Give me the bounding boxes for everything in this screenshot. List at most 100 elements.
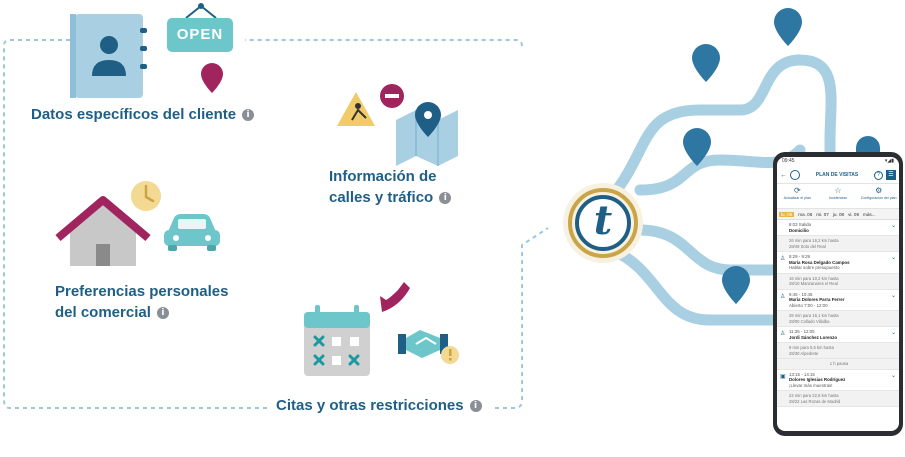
label-prefs-line2: del comercial [55, 304, 151, 321]
travel-destination: 28/00 Collado Villalba [789, 318, 830, 324]
day-tab[interactable]: vi. 09 [848, 211, 860, 217]
visit-time: 8:29 - 9:29 [789, 254, 810, 259]
label-streets-line2: calles y tráfico [329, 189, 434, 206]
info-icon[interactable]: i [156, 307, 169, 320]
open-sign-text: OPEN [176, 26, 224, 43]
back-arrow-icon[interactable]: ← [780, 171, 787, 179]
travel-info: 26 min para 16,2 km hasta [789, 238, 839, 244]
person-icon: ♙ [780, 293, 786, 300]
day-tab[interactable]: ma. 06 [798, 211, 813, 217]
person-icon: ▣ [780, 373, 786, 380]
day-tab[interactable]: más... [863, 211, 876, 217]
day-tab[interactable]: ju. 08 [832, 211, 845, 217]
day-tab[interactable]: lu. 05 [779, 211, 795, 217]
day-tab[interactable]: mi. 07 [816, 211, 829, 217]
road-branch-mid [634, 224, 779, 276]
label-personal-preferences: Preferencias personales del comercial i [55, 281, 228, 323]
house-icon [55, 196, 151, 266]
handshake-icon [398, 330, 448, 358]
toolbar-button[interactable]: ⟳Actualizar el plan [777, 184, 818, 208]
tourplan-logo [563, 183, 643, 263]
chevron-down-icon[interactable]: ⌄ [890, 330, 896, 337]
app-header: ← PLAN DE VISITAS ? ☰ [777, 167, 899, 184]
label-appointments-text: Citas y otras restricciones [276, 397, 464, 414]
road-work-icon [337, 92, 375, 126]
toolbar-button[interactable]: ☆Incidencias [818, 184, 859, 208]
info-icon[interactable]: i [469, 400, 482, 413]
visit-note: Hablar sobre presupuesto [789, 265, 840, 271]
road-branch-bottom [606, 244, 779, 326]
visit-time: 9:45 - 10:45 [789, 291, 813, 297]
status-time: 09:45 [782, 158, 795, 164]
visit-note: ¡Llevar más muestras! [789, 382, 833, 388]
chevron-down-icon[interactable]: ⌄ [890, 223, 896, 229]
toolbar: ⟳Actualizar el plan☆Incidencias⚙Configur… [777, 184, 899, 209]
toolbar-button-label: Actualizar el plan [783, 196, 812, 200]
travel-destination: 28/10 Manzanares el Real [789, 281, 838, 287]
status-bar: 09:45 ▾◢▮ [777, 157, 899, 167]
car-icon [164, 214, 220, 251]
visit-name: Domicilio [789, 227, 809, 233]
telephone-icon [380, 282, 410, 312]
pause-row: 1 h pausa [777, 359, 899, 370]
label-prefs-line1: Preferencias personales [55, 283, 229, 300]
menu-icon[interactable]: ☰ [886, 170, 896, 180]
star-icon: ☆ [834, 186, 842, 195]
visit-note: Abierto 7:00 - 12:00 [789, 302, 828, 308]
visit-name: María Dolores Parra Ferrer [789, 297, 845, 303]
map-pin-icon [683, 8, 880, 304]
app-title: PLAN DE VISITAS [815, 172, 859, 178]
visit-time: 13:15 - 14:15 [789, 371, 815, 377]
chevron-down-icon[interactable]: ⌄ [890, 255, 896, 261]
status-icons: ▾◢▮ [884, 158, 894, 164]
person-icon: ♙ [780, 331, 786, 338]
info-icon[interactable]: i [439, 192, 452, 205]
refresh-icon: ⟳ [793, 186, 801, 195]
folded-map-icon [396, 102, 458, 166]
clock-icon [131, 181, 161, 211]
label-appointments: Citas y otras restricciones i [276, 395, 482, 416]
toolbar-button-label: Incidencias [829, 196, 847, 200]
travel-destination: 28/22 Las Rozas de Madrid [789, 398, 841, 404]
toolbar-button-label: Configuración del plan [860, 196, 897, 200]
travel-info: 22 min para 22,8 km hasta [789, 393, 839, 399]
app-logo-icon [790, 170, 800, 180]
calendar-icon [304, 305, 370, 376]
road-main [606, 54, 837, 202]
travel-info: 16 min para 10,2 km hasta [789, 275, 839, 281]
info-icon[interactable]: i [242, 109, 255, 122]
label-client-data-text: Datos específicos del cliente [31, 106, 237, 123]
no-entry-icon [380, 84, 404, 108]
person-icon: ♙ [780, 256, 786, 262]
chevron-down-icon[interactable]: ⌄ [890, 292, 896, 299]
travel-destination: 28/30 Alpedrete [789, 350, 819, 356]
phone-screen: 09:45 ▾◢▮ ← PLAN DE VISITAS ? ☰ ⟳Actuali… [777, 157, 899, 431]
visit-time: 8:03 Salida [789, 222, 811, 227]
gear-icon: ⚙ [875, 186, 883, 195]
help-icon[interactable]: ? [874, 170, 883, 180]
visit-name: Dolores Iglesias Rodríguez [789, 377, 846, 383]
open-sign-icon [167, 3, 233, 52]
toolbar-button[interactable]: ⚙Configuración del plan [858, 184, 899, 208]
travel-info: 9 min para 5,5 km hasta [789, 345, 834, 351]
label-client-data: Datos específicos del cliente i [31, 104, 255, 125]
contact-book-icon [70, 14, 147, 98]
chevron-down-icon[interactable]: ⌄ [890, 372, 896, 379]
dotted-frame [3, 39, 549, 409]
visit-name: María Rosa Delgado Campos [789, 259, 850, 265]
logo-letter: t [593, 197, 613, 244]
visit-time: 11:35 - 12:05 [789, 329, 815, 335]
